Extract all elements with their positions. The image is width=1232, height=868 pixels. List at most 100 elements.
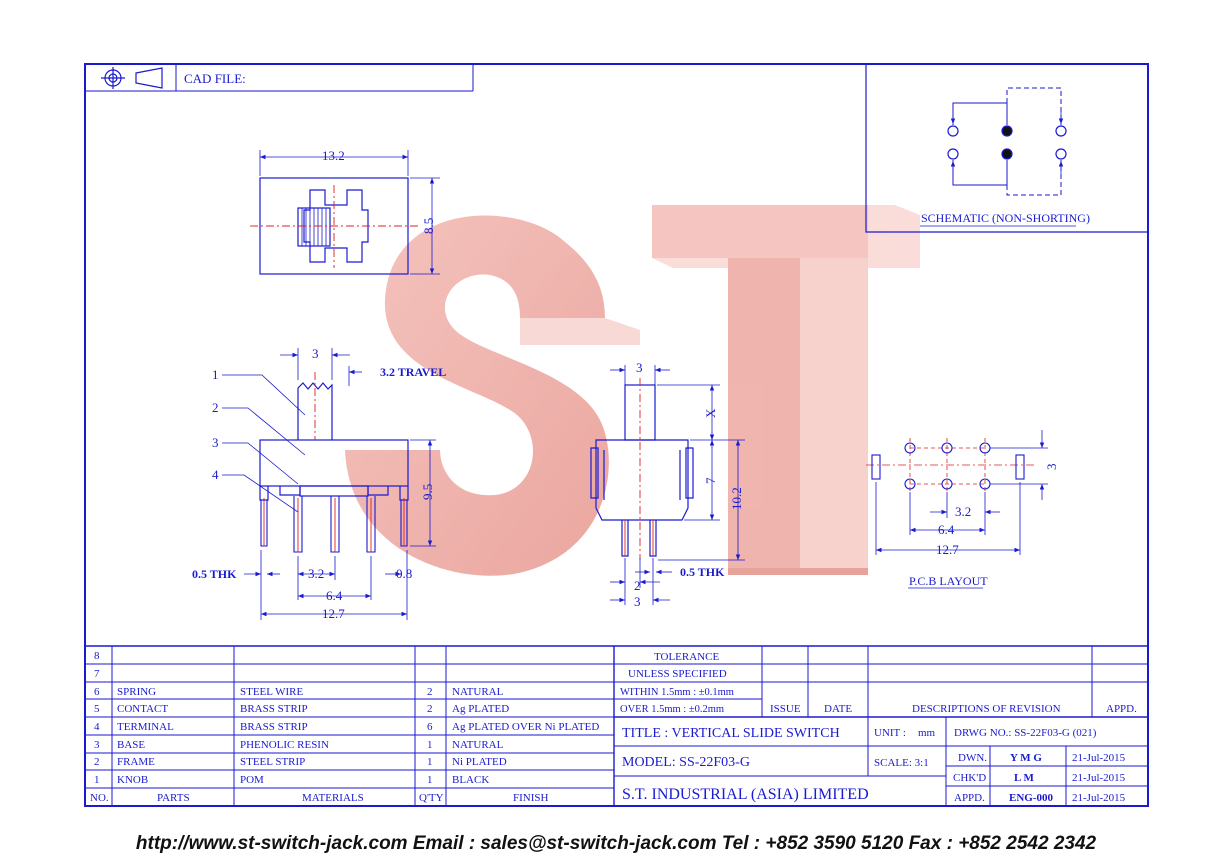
bom-row-qty: 1 [427,756,433,768]
appd-by: ENG-000 [1009,792,1054,804]
bom-row-part: CONTACT [117,703,168,715]
bom-row-finish: BLACK [452,774,489,786]
front-travel: 3.2 TRAVEL [380,365,446,379]
bom-row-material: BRASS STRIP [240,721,308,733]
appd-date: 21-Jul-2015 [1072,792,1126,804]
front-pitch: 3.2 [308,566,324,581]
bom-row-part: TERMINAL [117,721,174,733]
bom-row-no: 6 [94,686,100,698]
side-view [590,365,745,605]
side-knob-width: 3 [636,360,643,375]
pcb-layout [866,430,1048,589]
dwn-by: Y M G [1010,752,1042,764]
bom-row-part: SPRING [117,686,156,698]
bom-row-no: 4 [94,721,100,733]
bom-row-part: BASE [117,739,145,751]
st-watermark [345,205,920,576]
drawing-number: DRWG NO.: SS-22F03-G (021) [954,727,1097,739]
front-view [222,348,436,620]
bom-row-part: KNOB [117,774,148,786]
cad-file-label: CAD FILE: [184,71,246,86]
pcb-overall: 12.7 [936,542,959,557]
bom-row-qty: 2 [427,703,433,715]
bom-header-materials: MATERIALS [302,792,364,804]
bom-row-material: POM [240,774,264,786]
title-block [614,646,1148,806]
chkd-date: 21-Jul-2015 [1072,772,1126,784]
bom-row-finish: Ni PLATED [452,756,507,768]
tolerance-within: WITHIN 1.5mm : ±0.1mm [620,687,734,698]
pcb-row-gap: 3 [1044,464,1059,471]
side-x: X [703,408,718,418]
bom-rows: 8 7 6 SPRING STEEL WIRE 2 NATURAL 5 CONT… [90,650,599,804]
bom-header-finish: FINISH [513,792,549,804]
contact-footer: http://www.st-switch-jack.com Email : sa… [135,833,1097,854]
schematic-box [865,64,1148,233]
top-height-dim: 8.5 [421,218,436,234]
title-block-text: TOLERANCE UNLESS SPECIFIED WITHIN 1.5mm … [620,651,1137,804]
bom-row-no: 3 [94,739,100,751]
bom-header-parts: PARTS [157,792,190,804]
bom-row-finish: Ag PLATED OVER Ni PLATED [452,721,599,733]
side-body-height: 7 [703,477,718,484]
bom-row-no: 7 [94,668,100,680]
bom-row-qty: 6 [427,721,433,733]
callout-1: 1 [212,367,219,382]
drawing-frame [84,63,1149,807]
projection-symbol-icon [101,67,163,89]
bom-row-no: 5 [94,703,100,715]
callout-2: 2 [212,400,219,415]
side-thk: 0.5 THK [680,565,725,579]
pcb-caption: P.C.B LAYOUT [909,574,988,588]
pcb-span: 6.4 [938,522,955,537]
appd-label: APPD. [954,792,985,804]
front-pin-width: 0.8 [396,566,412,581]
front-span: 6.4 [326,588,343,603]
bom-header-no: NO. [90,792,109,804]
pcb-pitch: 3.2 [955,504,971,519]
bom-row-material: STEEL WIRE [240,686,304,698]
bom-row-finish: Ag PLATED [452,703,509,715]
date-header: DATE [824,703,852,715]
side-pin-span: 3 [634,594,641,609]
unit-value: mm [918,727,936,739]
dwn-date: 21-Jul-2015 [1072,752,1126,764]
side-overall-height: 10.2 [729,487,744,510]
drawing-title: TITLE : VERTICAL SLIDE SWITCH [622,726,840,741]
bom-row-no: 2 [94,756,100,768]
chkd-label: CHK'D [953,772,986,784]
bom-row-finish: NATURAL [452,739,504,751]
model-number: MODEL: SS-22F03-G [622,755,750,770]
bom-row-part: FRAME [117,756,155,768]
tolerance-unless: UNLESS SPECIFIED [628,668,727,680]
bom-table [85,645,1148,806]
bom-row-material: STEEL STRIP [240,756,305,768]
dwn-label: DWN. [958,752,987,764]
tolerance-heading: TOLERANCE [654,651,719,663]
bom-row-no: 1 [94,774,100,786]
bom-row-qty: 2 [427,686,433,698]
revision-header: DESCRIPTIONS OF REVISION [912,703,1061,715]
top-view [250,150,440,275]
top-width-dim: 13.2 [322,148,345,163]
chkd-by: L M [1014,772,1034,784]
bom-row-no: 8 [94,650,100,662]
front-overall: 12.7 [322,606,345,621]
tolerance-over: OVER 1.5mm : ±0.2mm [620,704,724,715]
callout-3: 3 [212,435,219,450]
bom-row-qty: 1 [427,739,433,751]
bom-header-qty: Q'TY [419,792,444,804]
front-thk: 0.5 THK [192,567,237,581]
unit-label: UNIT : [874,727,906,739]
company-name: S.T. INDUSTRIAL (ASIA) LIMITED [622,786,869,803]
bom-row-finish: NATURAL [452,686,504,698]
bom-row-material: BRASS STRIP [240,703,308,715]
issue-header: ISSUE [770,703,801,715]
schematic-caption: SCHEMATIC (NON-SHORTING) [921,211,1090,225]
front-knob-width: 3 [312,346,319,361]
appd-header: APPD. [1106,703,1137,715]
front-height: 9.5 [420,484,435,500]
bom-row-qty: 1 [427,774,433,786]
scale: SCALE: 3:1 [874,757,929,769]
